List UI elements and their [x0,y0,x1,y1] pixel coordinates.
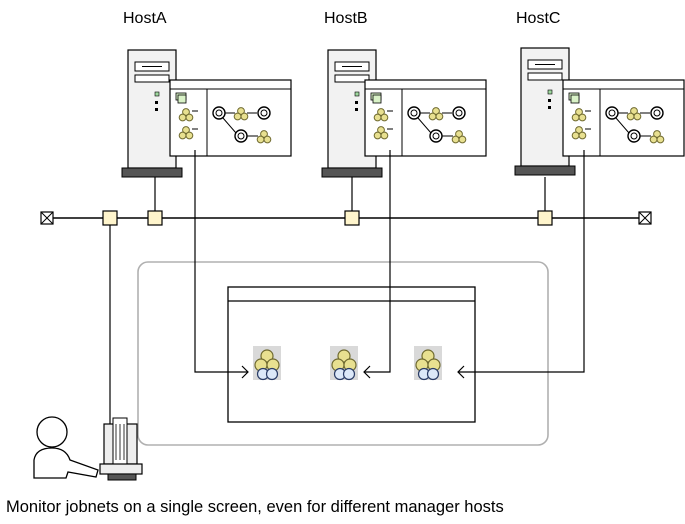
monitoring-arrows [194,150,585,379]
jobnet-status-icon [252,345,282,381]
network-connector-icon [537,210,553,226]
network-connector-icon [147,210,163,226]
network-terminator-icon [638,211,652,225]
jobnet-window-icon [365,80,486,156]
host-label-a: HostA [123,10,167,27]
network-connector-icon [102,210,118,226]
host-b [321,49,486,178]
jobnet-status-icon [329,345,359,381]
network-connector-icon [344,210,360,226]
jobnet-status-icon [413,345,443,381]
host-c [514,47,684,176]
host-a [121,49,291,178]
network-terminator-icon [40,211,54,225]
host-label-b: HostB [324,10,368,27]
caption: Monitor jobnets on a single screen, even… [6,498,504,516]
monitor-screen-frame [137,261,549,446]
jobnet-window-icon [563,80,684,156]
jobnet-window-icon [170,80,291,156]
host-label-c: HostC [516,10,561,27]
user-at-workstation-icon [33,416,143,481]
